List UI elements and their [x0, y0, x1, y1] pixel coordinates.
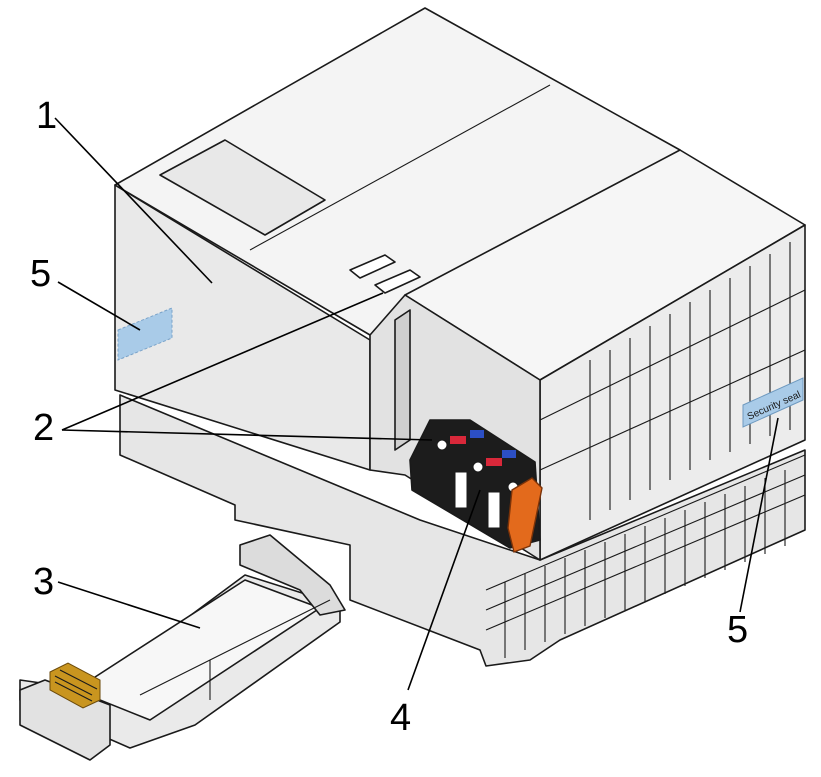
leader-5-left [57, 281, 141, 331]
callout-3: 3 [33, 561, 54, 603]
leader-2b [61, 429, 433, 441]
callout-5-right: 5 [727, 609, 748, 651]
module-housing [114, 7, 806, 667]
leader-5-right [739, 417, 779, 613]
marker-red [450, 436, 466, 444]
plug-connector [409, 419, 541, 549]
marker-blue [502, 450, 516, 458]
connector-pins [49, 662, 101, 709]
security-seal-left [117, 307, 173, 361]
release-lever [507, 477, 543, 553]
connector-slot [454, 471, 468, 509]
callout-1: 1 [36, 95, 57, 137]
leader-3 [57, 581, 201, 629]
marker-red [486, 458, 502, 466]
label-window [159, 139, 326, 236]
bus-connector [19, 534, 346, 761]
callout-5-left: 5 [30, 253, 51, 295]
leader-4 [407, 489, 481, 691]
connector-slot [487, 491, 501, 529]
top-divider [249, 84, 551, 251]
side-slot [394, 309, 411, 451]
leader-1 [54, 117, 213, 284]
callout-4: 4 [390, 697, 411, 739]
callout-2: 2 [33, 407, 54, 449]
module-base-rail [119, 394, 806, 667]
leader-2a [61, 292, 384, 431]
terminal-strips [485, 454, 806, 658]
coding-marks [349, 254, 421, 294]
marker-blue [470, 430, 484, 438]
leader-lines [54, 117, 779, 691]
